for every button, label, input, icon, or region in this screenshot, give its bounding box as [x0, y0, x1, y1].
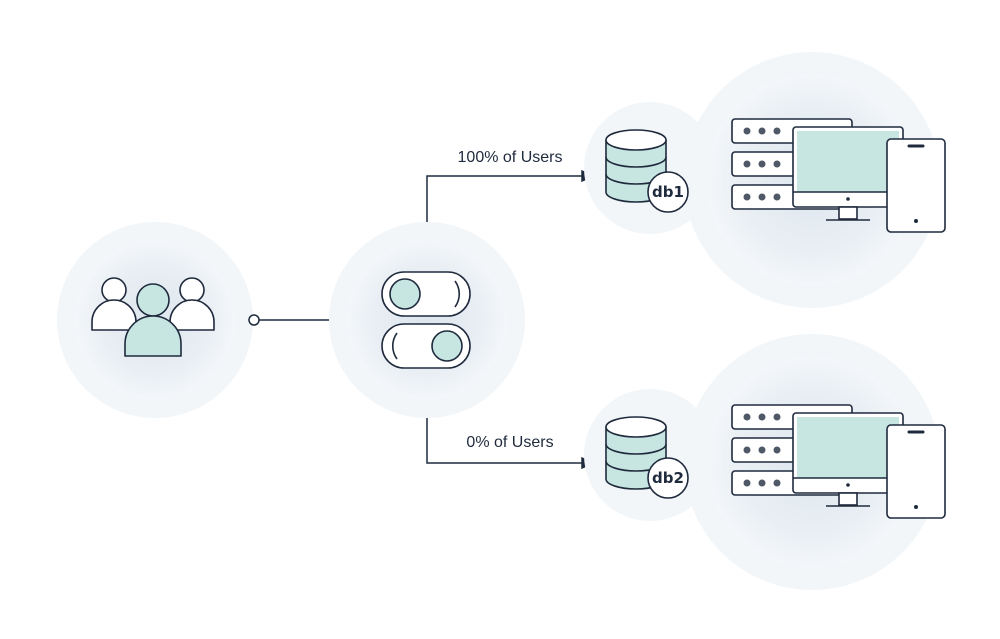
phone-icon-top	[886, 138, 946, 233]
destination-top: db1	[584, 52, 946, 308]
database-icon-bottom	[605, 416, 689, 499]
branch-top-arrow	[426, 169, 595, 222]
monitor-icon-top	[792, 126, 904, 221]
toggle-switch-icon	[381, 271, 471, 369]
phone-icon-bottom	[886, 424, 946, 519]
route-label-bottom: 0% of Users	[466, 434, 553, 451]
flag-halo-inner	[347, 240, 507, 400]
database-label-bottom: db2	[652, 469, 684, 487]
feature-flag-node	[329, 222, 525, 418]
destination-bottom: db2	[584, 334, 946, 590]
database-label-top: db1	[652, 183, 684, 201]
database-icon-top	[605, 129, 689, 213]
users-node	[57, 222, 253, 418]
monitor-icon-bottom	[792, 412, 904, 507]
route-label-top: 100% of Users	[458, 149, 563, 166]
users-icon	[91, 277, 215, 357]
